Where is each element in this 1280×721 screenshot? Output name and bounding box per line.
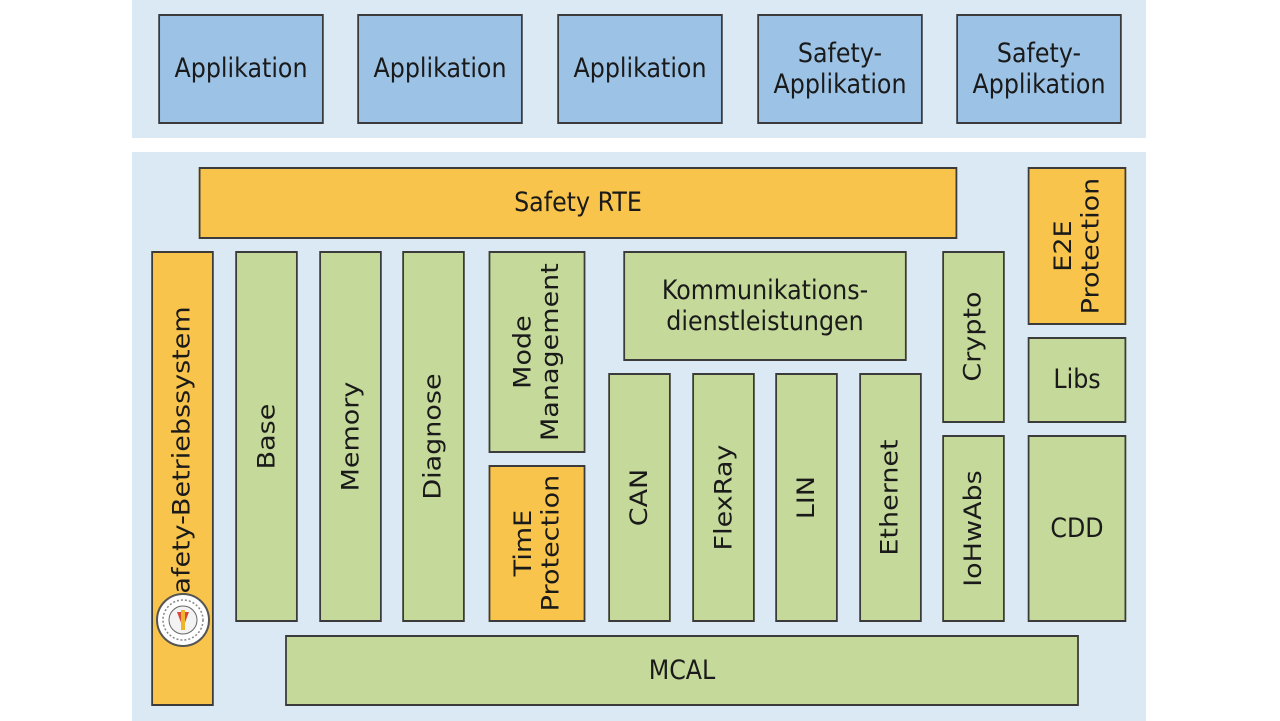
lin-box: LIN xyxy=(775,373,838,622)
libs-label: Libs xyxy=(1053,364,1101,396)
flexray-label: FlexRay xyxy=(709,444,738,551)
time-protection-label: TimE Protection xyxy=(509,475,565,612)
can-box: CAN xyxy=(608,373,671,622)
memory-label: Memory xyxy=(336,381,365,492)
iohwabs-box: IoHwAbs xyxy=(942,435,1005,622)
safety-rte-label: Safety RTE xyxy=(514,187,642,219)
iohwabs-label: IoHwAbs xyxy=(959,470,988,587)
mode-management-box: Mode Management xyxy=(488,251,586,453)
cdd-box: CDD xyxy=(1027,435,1127,622)
time-protection-box: TimE Protection xyxy=(488,465,586,622)
application-box-3: Applikation xyxy=(557,14,723,124)
application-label: Applikation xyxy=(573,53,707,85)
e2e-protection-box: E2E Protection xyxy=(1027,167,1127,325)
application-box-1: Applikation xyxy=(158,14,324,124)
mode-management-label: Mode Management xyxy=(509,263,565,441)
application-label: Applikation xyxy=(373,53,507,85)
memory-box: Memory xyxy=(319,251,382,622)
crypto-box: Crypto xyxy=(942,251,1005,423)
certification-seal-icon xyxy=(156,593,210,647)
lin-label: LIN xyxy=(792,475,821,520)
base-label: Base xyxy=(252,403,281,470)
cdd-label: CDD xyxy=(1050,512,1104,544)
application-box-2: Applikation xyxy=(357,14,523,124)
base-box: Base xyxy=(235,251,298,622)
mcal-box: MCAL xyxy=(285,635,1079,706)
application-label: Applikation xyxy=(174,53,308,85)
crypto-label: Crypto xyxy=(959,291,988,383)
mcal-label: MCAL xyxy=(648,654,716,686)
safety-application-box-2: Safety- Applikation xyxy=(956,14,1122,124)
application-label: Safety- Applikation xyxy=(972,37,1106,100)
flexray-box: FlexRay xyxy=(692,373,755,622)
e2e-protection-label: E2E Protection xyxy=(1049,177,1105,315)
diagnose-box: Diagnose xyxy=(402,251,465,622)
communication-services-label: Kommunikations- dienstleistungen xyxy=(661,274,869,337)
communication-services-box: Kommunikations- dienstleistungen xyxy=(623,251,907,361)
safety-os-label: Safety-Betriebssystem xyxy=(168,306,197,611)
libs-box: Libs xyxy=(1027,337,1127,423)
application-label: Safety- Applikation xyxy=(773,37,907,100)
can-label: CAN xyxy=(625,468,654,527)
ethernet-label: Ethernet xyxy=(876,439,905,556)
ethernet-box: Ethernet xyxy=(859,373,922,622)
safety-application-box-1: Safety- Applikation xyxy=(757,14,923,124)
safety-rte-box: Safety RTE xyxy=(198,167,958,239)
diagnose-label: Diagnose xyxy=(419,373,448,500)
